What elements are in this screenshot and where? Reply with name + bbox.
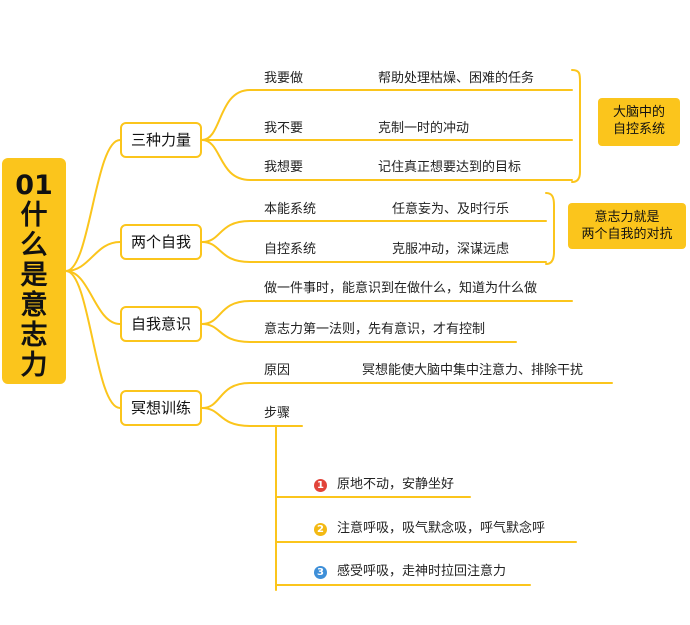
step-1-number-badge: 1: [314, 479, 327, 492]
b3-item-2-text: 意志力第一法则，先有意识，才有控制: [264, 322, 486, 337]
connector-b4-i1: [201, 382, 613, 409]
connector-b1-i3: [201, 139, 573, 181]
b2-item-2-label: 自控系统: [264, 242, 317, 257]
step-2-text: 注意呼吸，吸气默念吸，呼气默念呼: [337, 521, 546, 536]
b1-note-line-1: 大脑中的: [612, 105, 665, 120]
b2-item-1-label: 本能系统: [264, 202, 317, 217]
connector-b3-i1: [201, 300, 573, 325]
connector-b1-i1: [201, 89, 573, 141]
b4-item-1-label: 原因: [264, 363, 291, 378]
b1-item-2-desc: 克制一时的冲动: [378, 121, 470, 136]
root-char-4: 意: [20, 290, 48, 321]
connector-b4-i2: [201, 407, 303, 427]
b4-item-2-label: 步骤: [264, 406, 291, 421]
b2-item-1-desc: 任意妄为、及时行乐: [392, 202, 510, 217]
connector-b2-i1: [201, 220, 547, 243]
root-char-3: 是: [20, 260, 48, 291]
b2-note: 意志力就是 两个自我的对抗: [568, 203, 686, 249]
b1-item-3-desc: 记住真正想要达到的目标: [378, 160, 522, 175]
connector-root-b2: [65, 241, 121, 272]
connector-b3-i2: [201, 323, 517, 343]
bracket-b2: [545, 192, 555, 265]
b1-note: 大脑中的 自控系统: [598, 98, 680, 146]
b1-item-1-desc: 帮助处理枯燥、困难的任务: [378, 71, 535, 86]
root-char-2: 么: [20, 230, 48, 261]
connector-root-b1: [65, 139, 121, 272]
bracket-b1: [571, 69, 581, 183]
branch-node-1: 三种力量: [120, 122, 202, 158]
b2-note-line-1: 意志力就是: [594, 210, 660, 225]
root-node: 01 什 么 是 意 志 力: [2, 158, 66, 384]
b1-item-1-label: 我要做: [264, 71, 304, 86]
root-char-0: 01: [15, 170, 53, 201]
root-char-6: 力: [20, 350, 48, 381]
root-char-5: 志: [20, 320, 48, 351]
b1-item-3-label: 我想要: [264, 160, 304, 175]
connector-b2-i2: [201, 241, 547, 263]
branch-node-4: 冥想训练: [120, 390, 202, 426]
branch-node-3: 自我意识: [120, 306, 202, 342]
b2-note-line-2: 两个自我的对抗: [581, 227, 673, 242]
root-char-1: 什: [20, 200, 48, 231]
branch-node-2: 两个自我: [120, 224, 202, 260]
b4-item-1-desc: 冥想能使大脑中集中注意力、排除干扰: [362, 363, 584, 378]
b1-note-line-2: 自控系统: [612, 122, 665, 137]
connector-root-b3: [65, 270, 121, 325]
step-1-text: 原地不动，安静坐好: [337, 477, 455, 492]
step-3-number-badge: 3: [314, 566, 327, 579]
b3-item-1-text: 做一件事时，能意识到在做什么，知道为什么做: [264, 281, 538, 296]
b1-item-2-label: 我不要: [264, 121, 304, 136]
step-3-text: 感受呼吸，走神时拉回注意力: [337, 564, 507, 579]
connector-root-b4: [65, 270, 121, 409]
b2-item-2-desc: 克服冲动，深谋远虑: [392, 242, 510, 257]
step-2-number-badge: 2: [314, 523, 327, 536]
